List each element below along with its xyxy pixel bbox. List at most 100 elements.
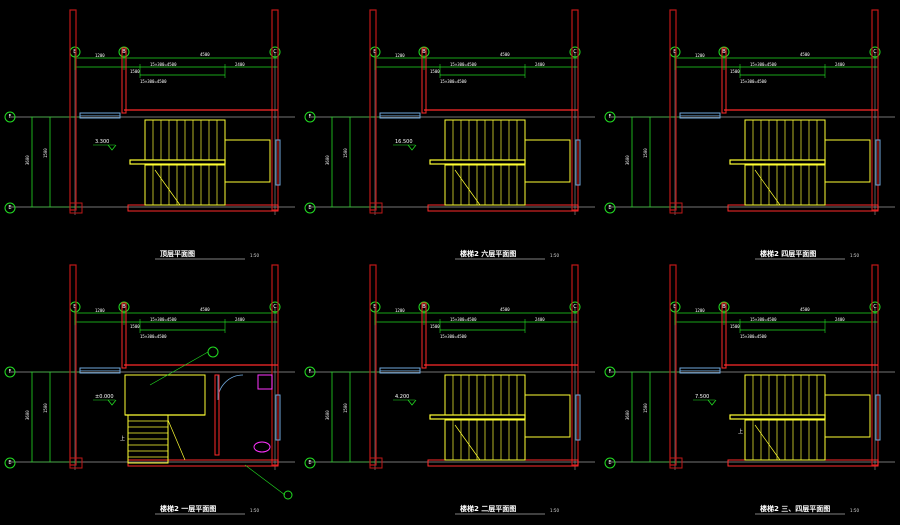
dim-text-left: 1200 (695, 53, 705, 58)
elevation-text: 3.300 (95, 139, 109, 145)
axis-bubble-label: F (609, 369, 612, 375)
window-side (275, 139, 281, 186)
dim-text-sub-2: 15×300=4500 (440, 79, 467, 84)
stair-handrail (129, 159, 226, 165)
dim-text-side: 3600 (325, 155, 330, 165)
axis-bubble-label: B (722, 49, 726, 55)
stair-run-group (429, 119, 571, 206)
dim-text-side-inner: 1500 (43, 148, 48, 158)
dim-text-segment-b: 2400 (535, 62, 545, 67)
dim-text-segment-a: 1500 (130, 324, 140, 329)
dim-text-sub: 15×300=4500 (750, 62, 777, 67)
up-label: 上 (738, 428, 743, 435)
door-swing (217, 374, 244, 401)
dim-text-side-inner: 1500 (643, 403, 648, 413)
axis-bubble-label: E (308, 460, 311, 466)
dim-text-side-inner: 1500 (43, 403, 48, 413)
dim-text-left: 1200 (395, 308, 405, 313)
plan-title: 楼梯2 三、四层平面图 (760, 504, 830, 513)
axis-bubble-label: B (122, 49, 126, 55)
column-bottom-left (669, 457, 683, 469)
wall-bottom (127, 204, 279, 212)
axis-bubble (269, 301, 281, 313)
column-bottom-left (669, 202, 683, 214)
stair-handrail (729, 414, 826, 420)
axis-bubble-label: F (309, 369, 312, 375)
dim-text-sub: 15×300=4500 (450, 62, 477, 67)
plan-scale: 1:50 (250, 508, 259, 513)
plan-title: 楼梯2 一层平面图 (160, 504, 216, 513)
axis-bubble-label: C (873, 49, 877, 55)
column-bottom-left (69, 202, 83, 214)
wall-inner-left (121, 302, 127, 369)
axis-bubble (4, 111, 16, 123)
axis-bubble (304, 202, 316, 214)
stair-landing (825, 394, 871, 438)
dim-text-sub: 15×300=4500 (150, 62, 177, 67)
dim-text-left: 1200 (695, 308, 705, 313)
axis-bubble-label: B (373, 49, 377, 55)
elevation-triangle (707, 399, 717, 406)
elevation-triangle (107, 144, 117, 151)
wall-inner-left (721, 47, 727, 114)
stair-landing (225, 139, 271, 183)
axis-bubble (4, 457, 16, 469)
wall-partition (214, 374, 220, 456)
dim-text-overall: 4500 (200, 307, 210, 312)
dim-text-overall: 4500 (800, 52, 810, 57)
dim-text-segment-a: 1500 (430, 324, 440, 329)
dim-text-side-inner: 1500 (343, 148, 348, 158)
axis-bubble-label: E (8, 205, 11, 211)
stair-landing (525, 394, 571, 438)
up-label: 上 (120, 435, 125, 442)
axis-bubble (269, 46, 281, 58)
dim-text-side-inner: 1500 (643, 148, 648, 158)
plan-title: 楼梯2 六层平面图 (460, 249, 516, 258)
axis-bubble-label: C (573, 49, 577, 55)
axis-bubble (4, 202, 16, 214)
wall-bottom (727, 459, 879, 467)
plan-scale: 1:50 (850, 253, 859, 258)
window-side (575, 394, 581, 441)
plan-scale: 1:50 (250, 253, 259, 258)
axis-bubble (569, 46, 581, 58)
dim-text-side: 3600 (625, 155, 630, 165)
elevation-triangle (107, 399, 117, 406)
dim-text-sub-2: 15×300=4500 (140, 79, 167, 84)
dim-text-segment-b: 2400 (835, 317, 845, 322)
dim-text-overall: 4500 (500, 52, 510, 57)
leader-line-top (149, 351, 209, 386)
stair-arrow (754, 169, 781, 206)
axis-bubble (604, 202, 616, 214)
stair-run-group (129, 119, 271, 206)
axis-bubble-label: F (9, 114, 12, 120)
wall-bottom (427, 459, 579, 467)
column-bottom-left (369, 457, 383, 469)
dim-text-side: 3600 (25, 155, 30, 165)
wall-bottom (427, 204, 579, 212)
axis-bubble (869, 301, 881, 313)
dim-text-sub-2: 15×300=4500 (740, 79, 767, 84)
axis-bubble-label: C (873, 304, 877, 310)
wall-left (369, 264, 377, 466)
dim-text-segment-a: 1500 (130, 69, 140, 74)
wall-inner-left (721, 302, 727, 369)
dim-text-left: 1200 (395, 53, 405, 58)
axis-bubble-label: B (422, 304, 426, 310)
dim-text-side: 3600 (325, 410, 330, 420)
dim-text-segment-b: 2400 (235, 62, 245, 67)
dim-text-sub-2: 15×300=4500 (740, 334, 767, 339)
dim-text-segment-a: 1500 (730, 69, 740, 74)
plan-title: 楼梯2 四层平面图 (760, 249, 816, 258)
window-side (875, 394, 881, 441)
elevation-text: 16.500 (395, 139, 413, 145)
dim-text-left: 1200 (95, 308, 105, 313)
axis-bubble-label: C (273, 304, 277, 310)
dim-text-left: 1200 (95, 53, 105, 58)
axis-bubble (304, 366, 316, 378)
wall-inner-left (421, 47, 427, 114)
